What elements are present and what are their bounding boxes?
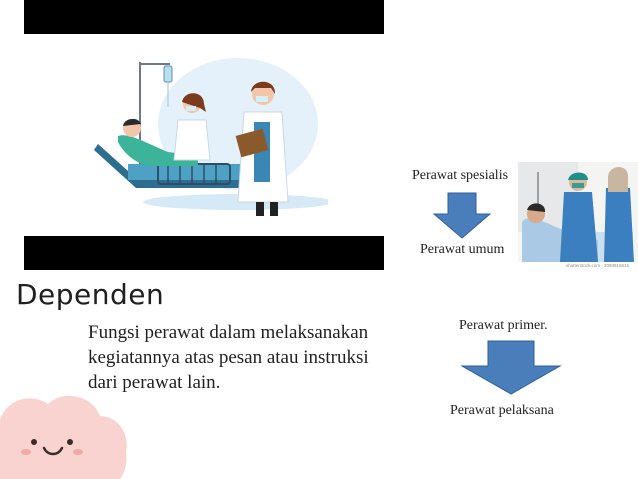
top-black-bar bbox=[24, 0, 384, 34]
bottom-black-bar bbox=[24, 236, 384, 270]
photo-watermark: shutterstock.com · 2093916515 bbox=[566, 263, 630, 268]
diagram-top-from-label: Perawat spesialis bbox=[412, 168, 509, 183]
arrow-down-icon bbox=[460, 340, 562, 395]
diagram-bottom-from-label: Perawat primer. bbox=[459, 318, 548, 333]
nurse-patient-illustration bbox=[94, 58, 328, 216]
cute-cloud-icon bbox=[0, 395, 127, 479]
body-line: Fungsi perawat dalam melaksanakan bbox=[88, 322, 369, 343]
diagram-top-to-label: Perawat umum bbox=[420, 242, 505, 257]
slide-title: Dependen bbox=[16, 278, 165, 311]
diagram-bottom-to-label: Perawat pelaksana bbox=[450, 403, 554, 418]
body-line: kegiatannya atas pesan atau instruksi bbox=[88, 347, 369, 368]
nurses-patient-photo bbox=[518, 162, 638, 262]
slide-body: Fungsi perawat dalam melaksanakan kegiat… bbox=[88, 320, 418, 395]
body-line: dari perawat lain. bbox=[88, 372, 221, 393]
arrow-down-icon bbox=[432, 192, 492, 239]
